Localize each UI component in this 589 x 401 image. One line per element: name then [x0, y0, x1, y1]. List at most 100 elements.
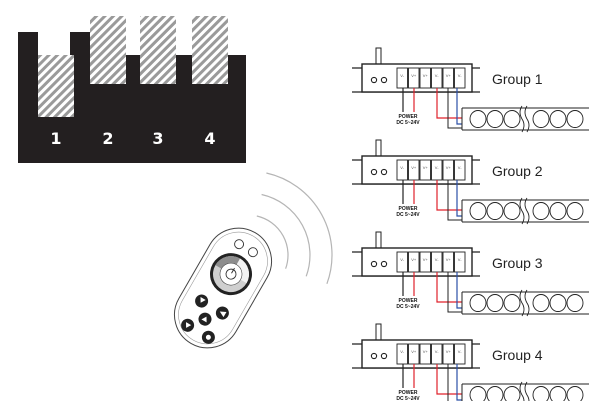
- terminal-label: V+: [446, 73, 452, 78]
- terminal-label: V+: [423, 73, 429, 78]
- remote-top-left-button[interactable]: [233, 238, 245, 250]
- led: [532, 110, 550, 128]
- led: [503, 294, 521, 312]
- led-strip: [461, 197, 589, 225]
- terminal-label: V+: [411, 165, 417, 170]
- terminal: [454, 251, 466, 273]
- led: [486, 294, 504, 312]
- power-voltage: DC 5~24V: [396, 396, 420, 401]
- terminal: [396, 159, 408, 181]
- terminal-label: V+: [446, 349, 452, 354]
- terminal: [442, 343, 454, 365]
- terminal: [454, 159, 466, 181]
- terminal-label: V-: [400, 73, 404, 78]
- terminal-label: V-: [400, 349, 404, 354]
- led: [469, 202, 487, 220]
- led: [486, 202, 504, 220]
- power-label: POWER: [399, 298, 418, 304]
- terminal-label: V+: [411, 349, 417, 354]
- terminal-label: V-: [435, 165, 439, 170]
- power-voltage: DC 5~24V: [396, 120, 420, 126]
- dip-lever-3: [140, 16, 176, 84]
- terminal-label: V+: [423, 257, 429, 262]
- terminal: [408, 251, 420, 273]
- led-strip: [461, 289, 589, 317]
- led-strip: [461, 381, 589, 401]
- terminal: [396, 67, 408, 89]
- terminal-label: V-: [435, 257, 439, 262]
- remote-top-right-button[interactable]: [247, 246, 259, 258]
- terminal-label: V-: [458, 165, 462, 170]
- terminal: [419, 159, 431, 181]
- power-voltage: DC 5~24V: [396, 304, 420, 310]
- dip-number-1: 1: [50, 129, 61, 148]
- terminal: [454, 343, 466, 365]
- signal-arc: [256, 215, 289, 269]
- terminal-label: V-: [458, 73, 462, 78]
- group-label: Group 2: [492, 163, 543, 179]
- terminal-label: V+: [446, 257, 452, 262]
- terminal: [442, 159, 454, 181]
- dip-lever-1: [38, 55, 74, 117]
- led: [469, 110, 487, 128]
- terminal: [431, 251, 443, 273]
- terminal: [419, 343, 431, 365]
- led: [486, 110, 504, 128]
- terminal: [419, 251, 431, 273]
- terminal-label: V+: [411, 73, 417, 78]
- terminal-label: V-: [435, 349, 439, 354]
- terminal: [408, 343, 420, 365]
- remote-buttons: [181, 294, 229, 344]
- led: [549, 294, 567, 312]
- terminal: [442, 67, 454, 89]
- dip-switch-body: [18, 32, 246, 163]
- terminal: [431, 343, 443, 365]
- terminal-label: V+: [446, 165, 452, 170]
- terminal: [454, 67, 466, 89]
- terminal-label: V-: [400, 165, 404, 170]
- led: [549, 202, 567, 220]
- power-label: POWER: [399, 114, 418, 120]
- led: [532, 202, 550, 220]
- power-label: POWER: [399, 390, 418, 396]
- terminal: [431, 159, 443, 181]
- led: [503, 386, 521, 401]
- antenna: [375, 323, 382, 343]
- terminal-label: V-: [435, 73, 439, 78]
- led: [503, 202, 521, 220]
- terminal-label: V+: [423, 165, 429, 170]
- led: [469, 386, 487, 401]
- terminal-label: V-: [458, 257, 462, 262]
- led: [469, 294, 487, 312]
- group-label: Group 4: [492, 347, 543, 363]
- led: [532, 386, 550, 401]
- led: [549, 386, 567, 401]
- power-label: POWER: [399, 206, 418, 212]
- led: [566, 386, 584, 401]
- terminal-label: V+: [423, 349, 429, 354]
- remote-control: [174, 227, 272, 349]
- led: [503, 110, 521, 128]
- signal-arc: [266, 172, 333, 285]
- led-strip: [461, 105, 589, 133]
- terminal: [419, 67, 431, 89]
- led: [566, 110, 584, 128]
- terminal-label: V+: [411, 257, 417, 262]
- touch-wheel[interactable]: [202, 245, 259, 302]
- dip-number-4: 4: [204, 129, 215, 148]
- led: [549, 110, 567, 128]
- terminal: [396, 251, 408, 273]
- terminal: [396, 343, 408, 365]
- led: [566, 202, 584, 220]
- led: [566, 294, 584, 312]
- terminal: [408, 159, 420, 181]
- led: [486, 386, 504, 401]
- group-label: Group 1: [492, 71, 543, 87]
- terminal-label: V-: [458, 349, 462, 354]
